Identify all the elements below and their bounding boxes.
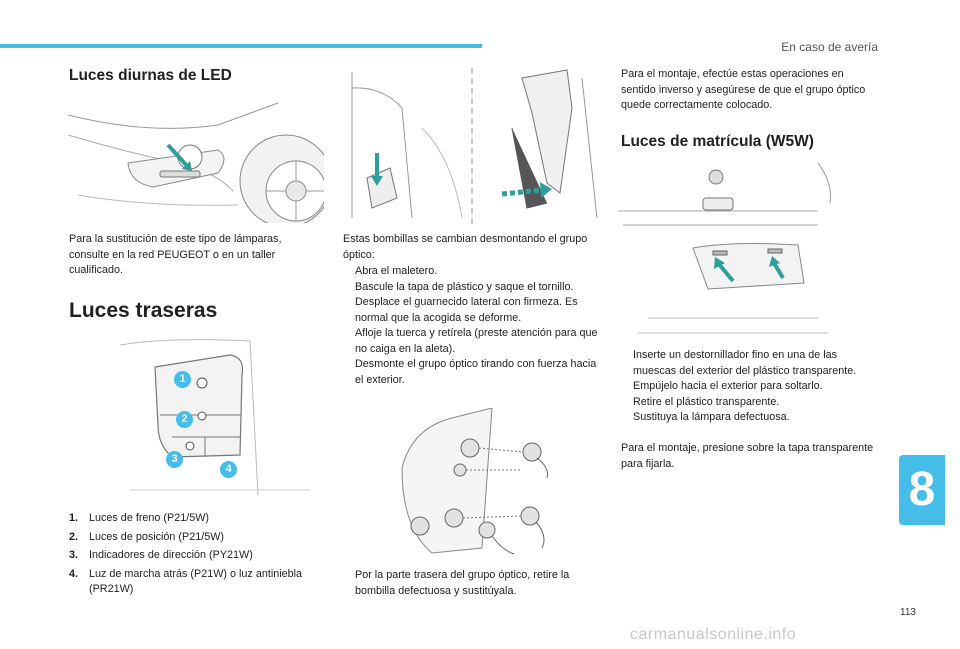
list-item: 3.Indicadores de dirección (PY21W) [69, 549, 253, 561]
led-daytime-light-illustration [68, 102, 324, 223]
led-heading: Luces diurnas de LED [69, 67, 232, 84]
list-item: Por la parte trasera del grupo óptico, r… [355, 569, 570, 597]
montaje-paragraph: Para el montaje, efectúe estas operacion… [621, 68, 866, 111]
trunk-trim-removal-illustration [351, 68, 598, 226]
list-item: Desplace el guarnecido lateral con firme… [355, 296, 578, 324]
header-accent-bar [0, 44, 482, 48]
section-title: En caso de avería [781, 40, 878, 54]
plate-light-heading: Luces de matrícula (W5W) [621, 133, 814, 150]
rear-steps: Abra el maletero. Bascule la tapa de plá… [343, 264, 601, 388]
watermark: carmanualsonline.info [630, 626, 797, 643]
list-item: Afloje la tuerca y retírela (preste aten… [355, 327, 598, 355]
list-item: Retire el plástico transparente. [633, 395, 780, 408]
list-item: Inserte un destornillador fino en una de… [633, 349, 857, 377]
callout-3: 3 [166, 451, 183, 468]
list-item: Abra el maletero. [355, 265, 438, 277]
callout-1: 1 [174, 371, 191, 388]
led-paragraph: Para la sustitución de este tipo de lámp… [69, 233, 282, 276]
callout-4: 4 [220, 461, 237, 478]
bulb-holder-illustration [401, 408, 548, 555]
list-item: 4.Luz de marcha atrás (P21W) o luz antin… [69, 567, 303, 596]
plate-steps: Inserte un destornillador fino en una de… [621, 348, 879, 426]
plate-closing: Para el montaje, presione sobre la tapa … [621, 442, 874, 470]
rear-intro: Estas bombillas se cambian desmontando e… [343, 233, 588, 261]
lamp-list: 1.Luces de freno (P21/5W) 2.Luces de pos… [69, 511, 309, 601]
license-plate-light-illustration [618, 163, 831, 334]
list-item: Empújelo hacia el exterior para soltarlo… [633, 380, 823, 392]
callout-2: 2 [176, 411, 193, 428]
list-item: Bascule la tapa de plástico y saque el t… [355, 280, 574, 293]
rear-final-step: Por la parte trasera del grupo óptico, r… [343, 568, 601, 599]
list-item: Sustituya la lámpara defectuosa. [633, 411, 790, 423]
list-item: 2.Luces de posición (P21/5W) [69, 530, 225, 543]
rear-light-cluster-illustration [119, 339, 310, 496]
rear-lights-heading: Luces traseras [69, 299, 218, 322]
list-item: 1.Luces de freno (P21/5W) [69, 512, 210, 524]
chapter-tab: 8 [899, 455, 945, 525]
page-number: 113 [900, 607, 916, 618]
list-item: Desmonte el grupo óptico tirando con fue… [355, 358, 597, 386]
